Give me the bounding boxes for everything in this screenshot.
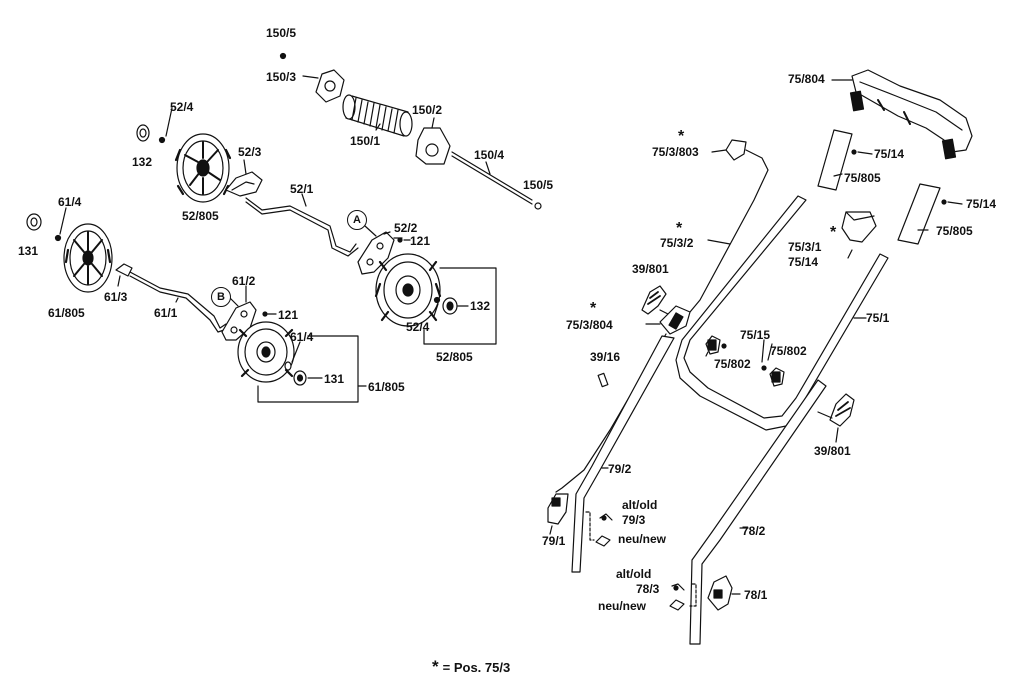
label-52-4-bottom: 52/4 <box>406 320 430 334</box>
knob-39-801-a <box>641 285 673 317</box>
lever-75-3-804 <box>645 305 691 335</box>
label-39-801-bottom: 39/801 <box>814 444 851 458</box>
knob-39-801-b <box>817 393 855 443</box>
label-alt-old-a: alt/old <box>622 498 658 512</box>
footnote-text: = Pos. 75/3 <box>442 660 511 675</box>
label-132-right: 132 <box>470 299 491 313</box>
label-132-top: 132 <box>132 155 153 169</box>
label-150-3: 150/3 <box>266 70 297 84</box>
label-52-4-top: 52/4 <box>170 100 194 114</box>
tube-75-805-b <box>897 183 941 245</box>
label-75-805-b: 75/805 <box>936 224 973 238</box>
label-61-4-bottom: 61/4 <box>290 330 314 344</box>
star-marker-3: * <box>830 224 837 241</box>
label-131-bottom: 131 <box>324 372 345 386</box>
bracket-61-2 <box>221 285 277 341</box>
label-75-3-804: 75/3/804 <box>566 318 613 332</box>
label-61-805-bottom: 61/805 <box>368 380 405 394</box>
label-150-2: 150/2 <box>412 103 443 117</box>
label-52-3: 52/3 <box>238 145 262 159</box>
bracket-78-1 <box>707 575 741 611</box>
label-75-802-a: 75/802 <box>714 357 751 371</box>
label-150-5-top: 150/5 <box>266 26 297 40</box>
star-marker-4: * <box>590 300 597 317</box>
label-78-2: 78/2 <box>742 524 766 538</box>
label-61-4-top: 61/4 <box>58 195 82 209</box>
label-79-3: 79/3 <box>622 513 646 527</box>
label-150-1: 150/1 <box>350 134 381 148</box>
label-75-15: 75/15 <box>740 328 771 342</box>
label-neu-new-b: neu/new <box>598 599 647 613</box>
label-52-2: 52/2 <box>394 221 418 235</box>
label-75-805-a: 75/805 <box>844 171 881 185</box>
bracket-79-1 <box>547 493 569 535</box>
label-39-16: 39/16 <box>590 350 621 364</box>
label-75-1: 75/1 <box>866 311 890 325</box>
star-marker-2: * <box>676 220 683 237</box>
marker-a: A <box>347 210 367 230</box>
label-61-2: 61/2 <box>232 274 256 288</box>
label-61-3: 61/3 <box>104 290 128 304</box>
axle-61-1 <box>129 271 227 329</box>
screws-78-3 <box>669 583 697 611</box>
label-121-top: 121 <box>410 234 431 248</box>
label-79-1: 79/1 <box>542 534 566 548</box>
label-75-3-2: 75/3/2 <box>660 236 694 250</box>
label-78-1: 78/1 <box>744 588 768 602</box>
axle-52-1 <box>245 197 357 253</box>
label-78-3: 78/3 <box>636 582 660 596</box>
wheel-61-805-right <box>237 321 367 403</box>
cover-52-3 <box>225 171 263 197</box>
clips-75-802 <box>705 335 785 387</box>
label-75-14-a: 75/14 <box>874 147 905 161</box>
bracket-52-2 <box>357 225 411 275</box>
label-61-805-left: 61/805 <box>48 306 85 320</box>
handle-top-75-804 <box>831 69 973 160</box>
handle-79-2 <box>571 335 675 573</box>
wheel-52-805-right <box>374 253 497 345</box>
label-150-4: 150/4 <box>474 148 505 162</box>
label-121-bottom: 121 <box>278 308 299 322</box>
label-75-3-1: 75/3/1 <box>788 240 822 254</box>
label-75-804: 75/804 <box>788 72 825 86</box>
part-75-3-803 <box>725 139 747 161</box>
label-52-1: 52/1 <box>290 182 314 196</box>
marker-b: B <box>211 287 231 307</box>
star-marker-1: * <box>678 128 685 145</box>
label-75-3-803: 75/3/803 <box>652 145 699 159</box>
label-61-1: 61/1 <box>154 306 178 320</box>
handle-78-2 <box>689 379 827 645</box>
label-75-14-b: 75/14 <box>966 197 997 211</box>
label-75-14-c: 75/14 <box>788 255 819 269</box>
label-79-2: 79/2 <box>608 462 632 476</box>
wheel-52-805-left <box>136 107 232 203</box>
footnote-star: * <box>432 657 439 676</box>
cable-75-3-2 <box>689 149 769 313</box>
label-131-left: 131 <box>18 244 39 258</box>
tube-75-805-a <box>817 129 853 191</box>
handle-75-1 <box>675 195 889 431</box>
wheel-61-805-left <box>26 207 113 293</box>
roller-assembly <box>279 52 542 210</box>
label-alt-old-b: alt/old <box>616 567 652 581</box>
label-neu-new-a: neu/new <box>618 532 667 546</box>
screws-79-3 <box>585 511 613 547</box>
label-52-805-top: 52/805 <box>182 209 219 223</box>
label-52-805-bottom: 52/805 <box>436 350 473 364</box>
label-150-5-right: 150/5 <box>523 178 554 192</box>
roller-body <box>342 94 413 137</box>
label-75-802-b: 75/802 <box>770 344 807 358</box>
label-39-801-top: 39/801 <box>632 262 669 276</box>
footnote: *= Pos. 75/3 <box>432 657 510 677</box>
